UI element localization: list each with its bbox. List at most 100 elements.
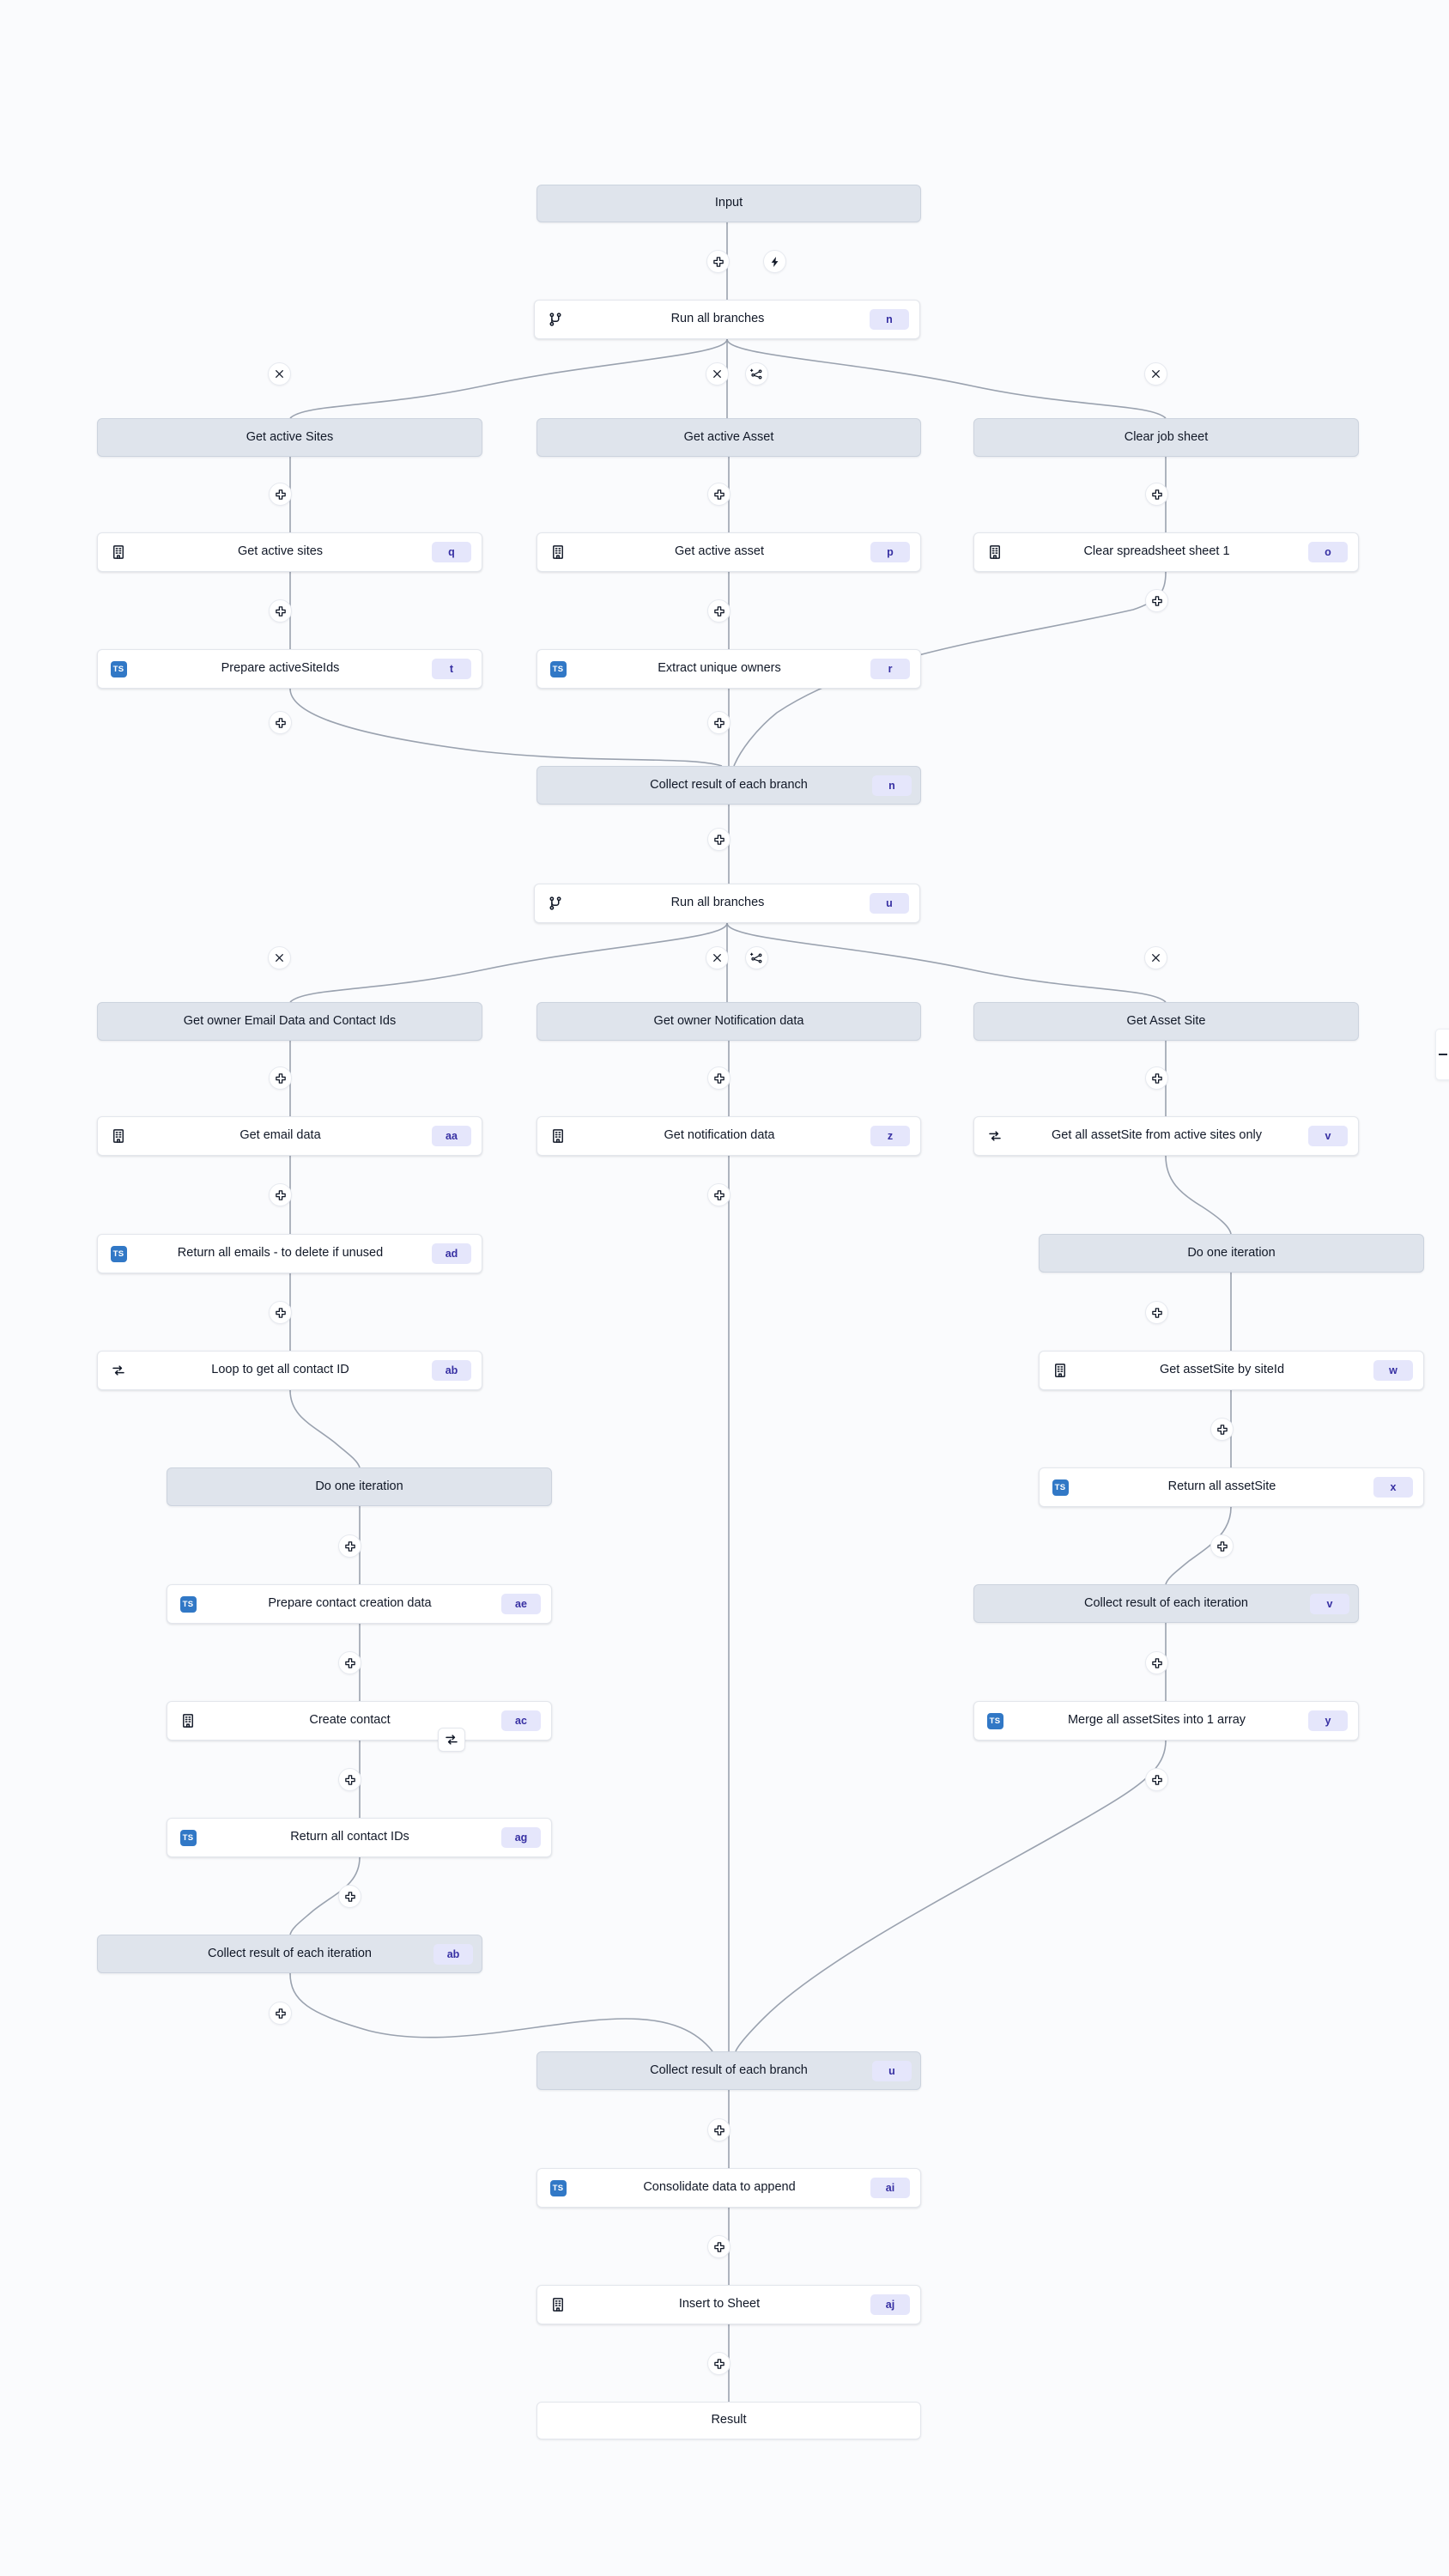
node-badge-collect-branch-2[interactable]: u bbox=[872, 2060, 912, 2081]
h-del-branch-1c[interactable] bbox=[706, 362, 729, 386]
h-add-collect-l[interactable] bbox=[269, 2002, 292, 2025]
plus-icon[interactable] bbox=[713, 717, 725, 729]
node-get-all-assetsite[interactable]: Get all assetSite from active sites only… bbox=[973, 1116, 1359, 1156]
add-branch-icon[interactable] bbox=[750, 368, 763, 380]
h-add-clear[interactable] bbox=[1145, 483, 1168, 506]
plus-icon[interactable] bbox=[275, 2008, 287, 2020]
plus-icon[interactable] bbox=[344, 1540, 356, 1552]
node-grp-asset-site[interactable]: Get Asset Site bbox=[973, 1002, 1359, 1041]
h-add-iter-left[interactable] bbox=[338, 1534, 361, 1558]
plus-icon[interactable] bbox=[344, 1774, 356, 1786]
plus-icon[interactable] bbox=[713, 2124, 725, 2136]
plus-icon[interactable] bbox=[275, 605, 287, 617]
close-icon[interactable] bbox=[1150, 952, 1161, 963]
node-badge-get-all-assetsite[interactable]: v bbox=[1308, 1126, 1348, 1146]
node-grp-owner-notif[interactable]: Get owner Notification data bbox=[537, 1002, 921, 1041]
plus-icon[interactable] bbox=[275, 1307, 287, 1319]
close-icon[interactable] bbox=[274, 952, 285, 963]
close-icon[interactable] bbox=[712, 952, 723, 963]
node-badge-return-contact-id[interactable]: ag bbox=[501, 1827, 541, 1848]
h-add-prep[interactable] bbox=[269, 711, 292, 734]
node-badge-return-emails[interactable]: ad bbox=[432, 1243, 471, 1264]
node-badge-run-branches-1[interactable]: n bbox=[870, 309, 909, 330]
node-badge-insert-to-sheet[interactable]: aj bbox=[870, 2294, 910, 2315]
plus-icon[interactable] bbox=[1151, 595, 1163, 607]
node-badge-create-contact[interactable]: ac bbox=[501, 1710, 541, 1731]
h-add-branch-1[interactable] bbox=[745, 362, 768, 386]
node-badge-consolidate-data[interactable]: ai bbox=[870, 2178, 910, 2198]
node-grp-owner-email[interactable]: Get owner Email Data and Contact Ids bbox=[97, 1002, 482, 1041]
h-add-notif-data[interactable] bbox=[707, 1183, 731, 1206]
plus-icon[interactable] bbox=[1151, 1072, 1163, 1084]
bolt-icon[interactable] bbox=[769, 256, 781, 268]
plus-icon[interactable] bbox=[275, 489, 287, 501]
h-add-getassetsite[interactable] bbox=[1210, 1418, 1234, 1441]
h-add-insert[interactable] bbox=[707, 2352, 731, 2375]
plus-icon[interactable] bbox=[1216, 1424, 1228, 1436]
plus-icon[interactable] bbox=[712, 256, 724, 268]
close-icon[interactable] bbox=[274, 368, 285, 380]
create-contact-repeat[interactable] bbox=[438, 1728, 465, 1752]
canvas-edge-control[interactable] bbox=[1435, 1029, 1449, 1080]
h-add-email-data[interactable] bbox=[269, 1183, 292, 1206]
close-icon[interactable] bbox=[712, 368, 723, 380]
h-add-asset-2[interactable] bbox=[707, 599, 731, 623]
plus-icon[interactable] bbox=[713, 1072, 725, 1084]
plus-icon[interactable] bbox=[344, 1891, 356, 1903]
plus-icon[interactable] bbox=[1151, 489, 1163, 501]
h-add-prep-contact[interactable] bbox=[338, 1651, 361, 1674]
node-badge-get-active-asset[interactable]: p bbox=[870, 542, 910, 562]
h-add-notif-grp[interactable] bbox=[707, 1066, 731, 1090]
h-del-branch-2r[interactable] bbox=[1144, 946, 1167, 969]
h-bolt-input[interactable] bbox=[763, 250, 786, 273]
plus-icon[interactable] bbox=[275, 717, 287, 729]
node-badge-get-email-data[interactable]: aa bbox=[432, 1126, 471, 1146]
plus-icon[interactable] bbox=[344, 1657, 356, 1669]
plus-icon[interactable] bbox=[275, 1189, 287, 1201]
plus-icon[interactable] bbox=[713, 1189, 725, 1201]
node-badge-get-assetsite-by[interactable]: w bbox=[1373, 1360, 1413, 1381]
h-add-assetsite[interactable] bbox=[1145, 1301, 1168, 1324]
h-add-sites[interactable] bbox=[269, 483, 292, 506]
h-add-owners[interactable] bbox=[707, 711, 731, 734]
h-del-branch-2l[interactable] bbox=[268, 946, 291, 969]
node-grp-clear-job[interactable]: Clear job sheet bbox=[973, 418, 1359, 457]
plus-icon[interactable] bbox=[1151, 1307, 1163, 1319]
node-badge-collect-iter-l[interactable]: ab bbox=[433, 1943, 473, 1965]
h-del-branch-2c[interactable] bbox=[706, 946, 729, 969]
plus-icon[interactable] bbox=[1151, 1657, 1163, 1669]
node-badge-extract-owners[interactable]: r bbox=[870, 659, 910, 679]
h-del-branch-1r[interactable] bbox=[1144, 362, 1167, 386]
h-add-collect-b2[interactable] bbox=[707, 2118, 731, 2142]
h-del-branch-1l[interactable] bbox=[268, 362, 291, 386]
add-branch-icon[interactable] bbox=[750, 951, 763, 964]
h-add-clear-2[interactable] bbox=[1145, 589, 1168, 612]
node-badge-clear-sheet-1[interactable]: o bbox=[1308, 542, 1348, 562]
h-add-asset-grp[interactable] bbox=[1145, 1066, 1168, 1090]
h-add-input[interactable] bbox=[706, 250, 730, 273]
plus-icon[interactable] bbox=[713, 2358, 725, 2370]
node-badge-get-notif-data[interactable]: z bbox=[870, 1126, 910, 1146]
plus-icon[interactable] bbox=[713, 489, 725, 501]
node-badge-loop-contact-id[interactable]: ab bbox=[432, 1360, 471, 1381]
h-add-branch-2[interactable] bbox=[745, 946, 768, 969]
